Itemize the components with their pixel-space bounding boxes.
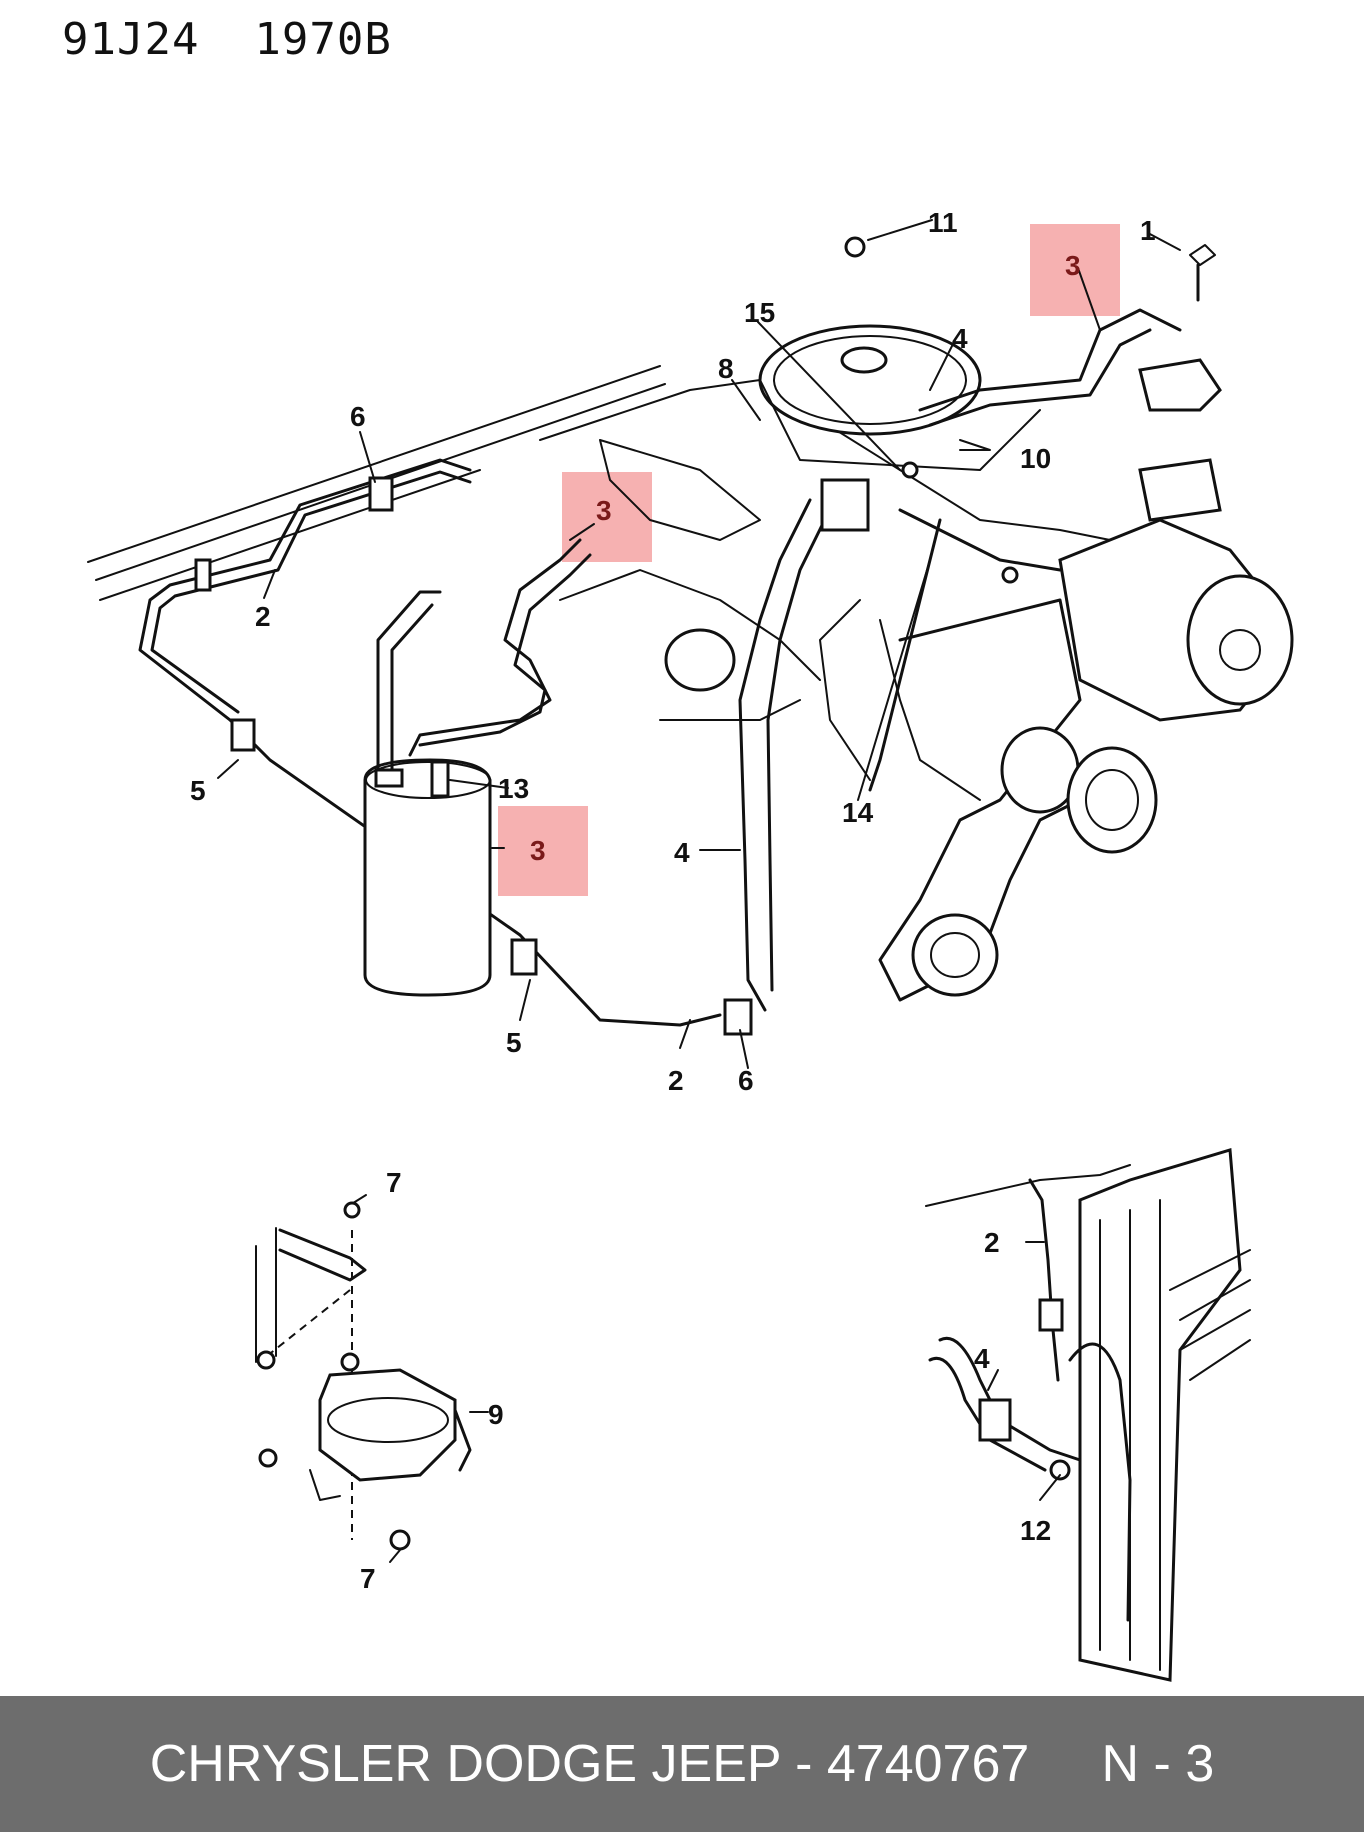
bracket-detail-illustration bbox=[255, 1194, 489, 1563]
footer-bar: CHRYSLER DODGE JEEP - 4740767 N - 3 bbox=[0, 1696, 1364, 1832]
condenser-detail-illustration bbox=[925, 1148, 1251, 1682]
callout-13: 13 bbox=[498, 773, 529, 804]
callout-8: 8 bbox=[718, 353, 734, 384]
callout-4-top: 4 bbox=[952, 323, 968, 354]
callout-2-left: 2 bbox=[255, 601, 271, 632]
highlight-box-top-right bbox=[1030, 224, 1120, 316]
callout-7-top: 7 bbox=[386, 1167, 402, 1198]
callout-9: 9 bbox=[488, 1399, 504, 1430]
callout-5-bottom: 5 bbox=[506, 1027, 522, 1058]
callout-10: 10 bbox=[1020, 443, 1051, 474]
callout-2-bottom: 2 bbox=[668, 1065, 684, 1096]
callout-6-bottom: 6 bbox=[738, 1065, 754, 1096]
callout-11: 11 bbox=[928, 207, 958, 238]
callout-3-middle: 3 bbox=[596, 495, 612, 526]
leader-lines-main bbox=[217, 219, 1181, 1069]
callout-3-lower: 3 bbox=[530, 835, 546, 866]
parts-diagram: 1 3 11 15 4 8 10 6 3 2 5 13 3 4 14 5 2 6… bbox=[87, 207, 1294, 1682]
callout-12: 12 bbox=[1020, 1515, 1051, 1546]
engine-assembly-illustration bbox=[87, 236, 1294, 1036]
highlight-box-lower bbox=[498, 806, 588, 896]
callout-3-top-right: 3 bbox=[1065, 250, 1081, 281]
callout-14: 14 bbox=[842, 797, 874, 828]
callout-4-right: 4 bbox=[974, 1343, 990, 1374]
callout-4-middle: 4 bbox=[674, 837, 690, 868]
callout-6-top: 6 bbox=[350, 401, 366, 432]
callout-15: 15 bbox=[744, 297, 775, 328]
callout-7-bottom: 7 bbox=[360, 1563, 376, 1594]
callout-1: 1 bbox=[1140, 215, 1156, 246]
diagram-code: 91J24 1970B bbox=[62, 14, 392, 65]
highlight-box-middle bbox=[562, 472, 652, 562]
footer-text: CHRYSLER DODGE JEEP - 4740767 N - 3 bbox=[149, 1735, 1215, 1793]
callout-2-right: 2 bbox=[984, 1227, 1000, 1258]
callout-5-left: 5 bbox=[190, 775, 206, 806]
